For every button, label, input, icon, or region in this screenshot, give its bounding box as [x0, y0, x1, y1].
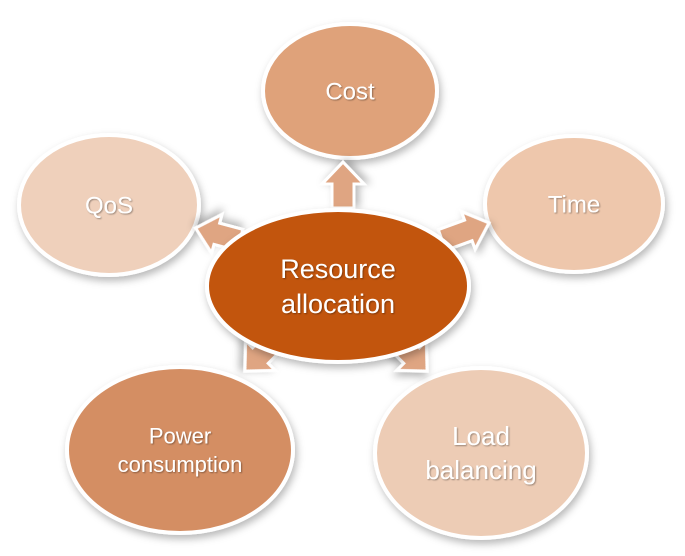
- node-qos-ellipse: [17, 133, 201, 277]
- node-time-label-line-1: Time: [548, 191, 600, 218]
- node-cost-ellipse: [261, 22, 439, 160]
- node-load-label-line-2: balancing: [425, 455, 536, 485]
- arrow-to-cost-shape: [318, 159, 368, 210]
- center-node-label-line-1: Resource: [280, 254, 396, 284]
- node-cost-label-line-1: Cost: [325, 78, 375, 105]
- node-power-label-line-1: Power: [149, 423, 211, 448]
- node-load-label-line-1: Load: [452, 421, 510, 451]
- node-power-ellipse: [65, 365, 295, 535]
- arrow-to-cost: [318, 159, 368, 210]
- center-node: Resource allocation: [205, 208, 471, 364]
- node-cost-label: Cost: [325, 78, 375, 105]
- center-node-ellipse: [205, 208, 471, 364]
- node-qos-label: QoS: [85, 192, 133, 219]
- center-node-label-line-2: allocation: [281, 289, 395, 319]
- node-cost: Cost: [261, 22, 439, 160]
- node-load: Load balancing: [373, 366, 589, 540]
- node-power-label: Power consumption: [118, 423, 243, 477]
- node-time: Time: [483, 134, 665, 274]
- node-qos: QoS: [17, 133, 201, 277]
- node-power-label-line-2: consumption: [118, 452, 243, 477]
- node-power: Power consumption: [65, 365, 295, 535]
- node-load-ellipse: [373, 366, 589, 540]
- node-time-label: Time: [548, 191, 600, 218]
- node-load-label: Load balancing: [425, 421, 536, 485]
- center-node-label: Resource allocation: [280, 254, 396, 319]
- node-time-ellipse: [483, 134, 665, 274]
- node-qos-label-line-1: QoS: [85, 192, 133, 219]
